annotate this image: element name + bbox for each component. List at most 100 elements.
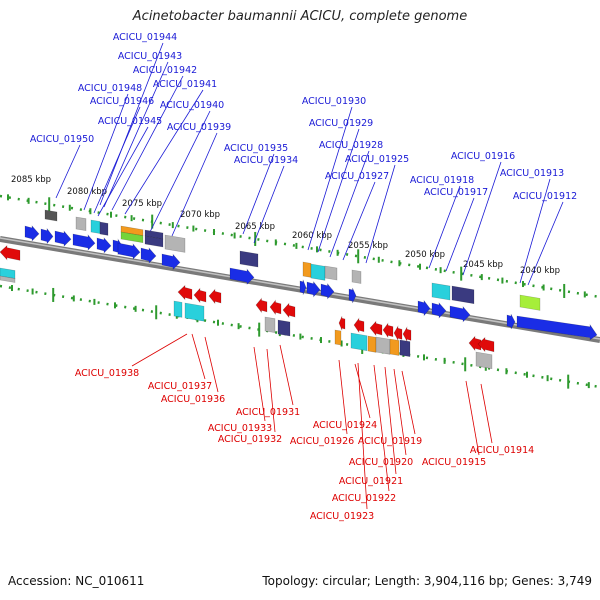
reverse-gene-label[interactable]: ACICU_01915 bbox=[422, 457, 486, 468]
forward-gene-arrow bbox=[449, 305, 471, 323]
forward-gene-label[interactable]: ACICU_01941 bbox=[153, 79, 217, 90]
forward-gene-label[interactable]: ACICU_01918 bbox=[410, 175, 474, 186]
scale-label: 2080 kbp bbox=[67, 187, 107, 197]
forward-gene-label[interactable]: ACICU_01935 bbox=[224, 143, 288, 154]
reverse-gene-arrow bbox=[338, 316, 346, 331]
reverse-gene-arrow bbox=[369, 320, 383, 337]
reverse-gene-arrow bbox=[255, 297, 268, 314]
forward-gene-label[interactable]: ACICU_01943 bbox=[118, 51, 182, 62]
leader-line bbox=[480, 383, 493, 444]
leader-line bbox=[149, 110, 211, 233]
reverse-gene-label[interactable]: ACICU_01932 bbox=[218, 434, 282, 445]
forward-gene-label[interactable]: ACICU_01913 bbox=[500, 168, 564, 179]
leader-line bbox=[93, 106, 141, 214]
feature-box bbox=[164, 234, 186, 253]
feature-box bbox=[120, 231, 144, 244]
forward-gene-arrow bbox=[40, 227, 54, 245]
scale-label: 2070 kbp bbox=[180, 210, 220, 220]
leader-line bbox=[266, 348, 276, 433]
forward-gene-label[interactable]: ACICU_01940 bbox=[160, 100, 224, 111]
forward-gene-arrow bbox=[96, 237, 112, 254]
leader-line bbox=[204, 336, 219, 393]
scale-label: 2085 kbp bbox=[11, 175, 51, 185]
feature-box bbox=[120, 225, 144, 237]
forward-gene-label[interactable]: ACICU_01929 bbox=[309, 118, 373, 129]
leader-line bbox=[124, 89, 204, 215]
reverse-gene-arrow bbox=[193, 287, 207, 304]
leader-line bbox=[242, 153, 275, 235]
forward-gene-label[interactable]: ACICU_01944 bbox=[113, 32, 177, 43]
reverse-gene-arrow bbox=[177, 284, 193, 301]
reverse-gene-arrow bbox=[282, 302, 296, 319]
leader-line bbox=[131, 333, 188, 367]
forward-gene-arrow bbox=[229, 267, 255, 285]
reverse-gene-label[interactable]: ACICU_01914 bbox=[470, 445, 534, 456]
reverse-gene-label[interactable]: ACICU_01921 bbox=[339, 476, 403, 487]
reverse-gene-label[interactable]: ACICU_01936 bbox=[161, 394, 225, 405]
leader-line bbox=[317, 128, 360, 253]
forward-gene-label[interactable]: ACICU_01917 bbox=[424, 187, 488, 198]
feature-box bbox=[350, 332, 368, 352]
forward-gene-label[interactable]: ACICU_01948 bbox=[78, 83, 142, 94]
leader-line bbox=[171, 132, 218, 237]
leader-line bbox=[97, 126, 149, 217]
forward-gene-label[interactable]: ACICU_01925 bbox=[345, 154, 409, 165]
leader-line bbox=[462, 161, 502, 276]
forward-gene-label[interactable]: ACICU_01930 bbox=[302, 96, 366, 107]
forward-gene-arrow bbox=[299, 279, 307, 295]
forward-gene-label[interactable]: ACICU_01950 bbox=[30, 134, 94, 145]
reverse-gene-arrow bbox=[382, 322, 394, 339]
reverse-gene-label[interactable]: ACICU_01920 bbox=[349, 457, 413, 468]
reverse-gene-label[interactable]: ACICU_01933 bbox=[208, 423, 272, 434]
forward-gene-label[interactable]: ACICU_01939 bbox=[167, 122, 231, 133]
scale-label: 2050 kbp bbox=[405, 250, 445, 260]
feature-box bbox=[399, 339, 411, 358]
reverse-gene-label[interactable]: ACICU_01922 bbox=[332, 493, 396, 504]
forward-gene-arrow bbox=[54, 230, 72, 247]
feature-box bbox=[324, 265, 338, 281]
feature-box bbox=[173, 300, 183, 318]
leader-line bbox=[329, 150, 370, 258]
reverse-gene-arrow bbox=[477, 336, 495, 353]
reverse-gene-label[interactable]: ACICU_01926 bbox=[290, 436, 354, 447]
leader-line bbox=[527, 201, 564, 286]
scale-label: 2045 kbp bbox=[463, 260, 503, 270]
reverse-gene-label[interactable]: ACICU_01924 bbox=[313, 420, 377, 431]
feature-box bbox=[351, 269, 362, 284]
forward-gene-label[interactable]: ACICU_01912 bbox=[513, 191, 577, 202]
reverse-gene-arrow bbox=[0, 244, 21, 261]
reverse-gene-label[interactable]: ACICU_01923 bbox=[310, 511, 374, 522]
feature-box bbox=[44, 209, 58, 222]
reverse-gene-label[interactable]: ACICU_01938 bbox=[75, 368, 139, 379]
leader-line bbox=[253, 346, 266, 422]
leader-line bbox=[55, 144, 81, 199]
forward-gene-label[interactable]: ACICU_01946 bbox=[90, 96, 154, 107]
feature-box bbox=[389, 338, 400, 356]
forward-gene-label[interactable]: ACICU_01945 bbox=[98, 116, 162, 127]
reverse-gene-label[interactable]: ACICU_01931 bbox=[236, 407, 300, 418]
leader-line bbox=[428, 185, 461, 269]
feature-box bbox=[90, 219, 101, 234]
forward-gene-arrow bbox=[417, 299, 431, 317]
reverse-gene-label[interactable]: ACICU_01937 bbox=[148, 381, 212, 392]
forward-gene-arrow bbox=[516, 315, 598, 341]
scale-label: 2040 kbp bbox=[520, 266, 560, 276]
leader-line bbox=[373, 364, 390, 492]
reverse-gene-arrow bbox=[208, 288, 222, 305]
feature-box bbox=[367, 335, 377, 353]
leader-line bbox=[393, 368, 407, 456]
genome-title: Acinetobacter baumannii ACICU, complete … bbox=[132, 9, 468, 24]
reverse-gene-arrow bbox=[353, 317, 365, 334]
forward-gene-label[interactable]: ACICU_01927 bbox=[325, 171, 389, 182]
feature-box bbox=[144, 235, 164, 248]
leader-line bbox=[253, 165, 285, 244]
leader-line bbox=[354, 363, 371, 419]
forward-gene-label[interactable]: ACICU_01916 bbox=[451, 151, 515, 162]
reverse-gene-arrow bbox=[393, 325, 403, 341]
reverse-gene-label[interactable]: ACICU_01919 bbox=[358, 436, 422, 447]
forward-gene-label[interactable]: ACICU_01928 bbox=[319, 140, 383, 151]
leader-line bbox=[342, 181, 376, 261]
forward-gene-label[interactable]: ACICU_01942 bbox=[133, 65, 197, 76]
forward-gene-label[interactable]: ACICU_01934 bbox=[234, 155, 298, 166]
